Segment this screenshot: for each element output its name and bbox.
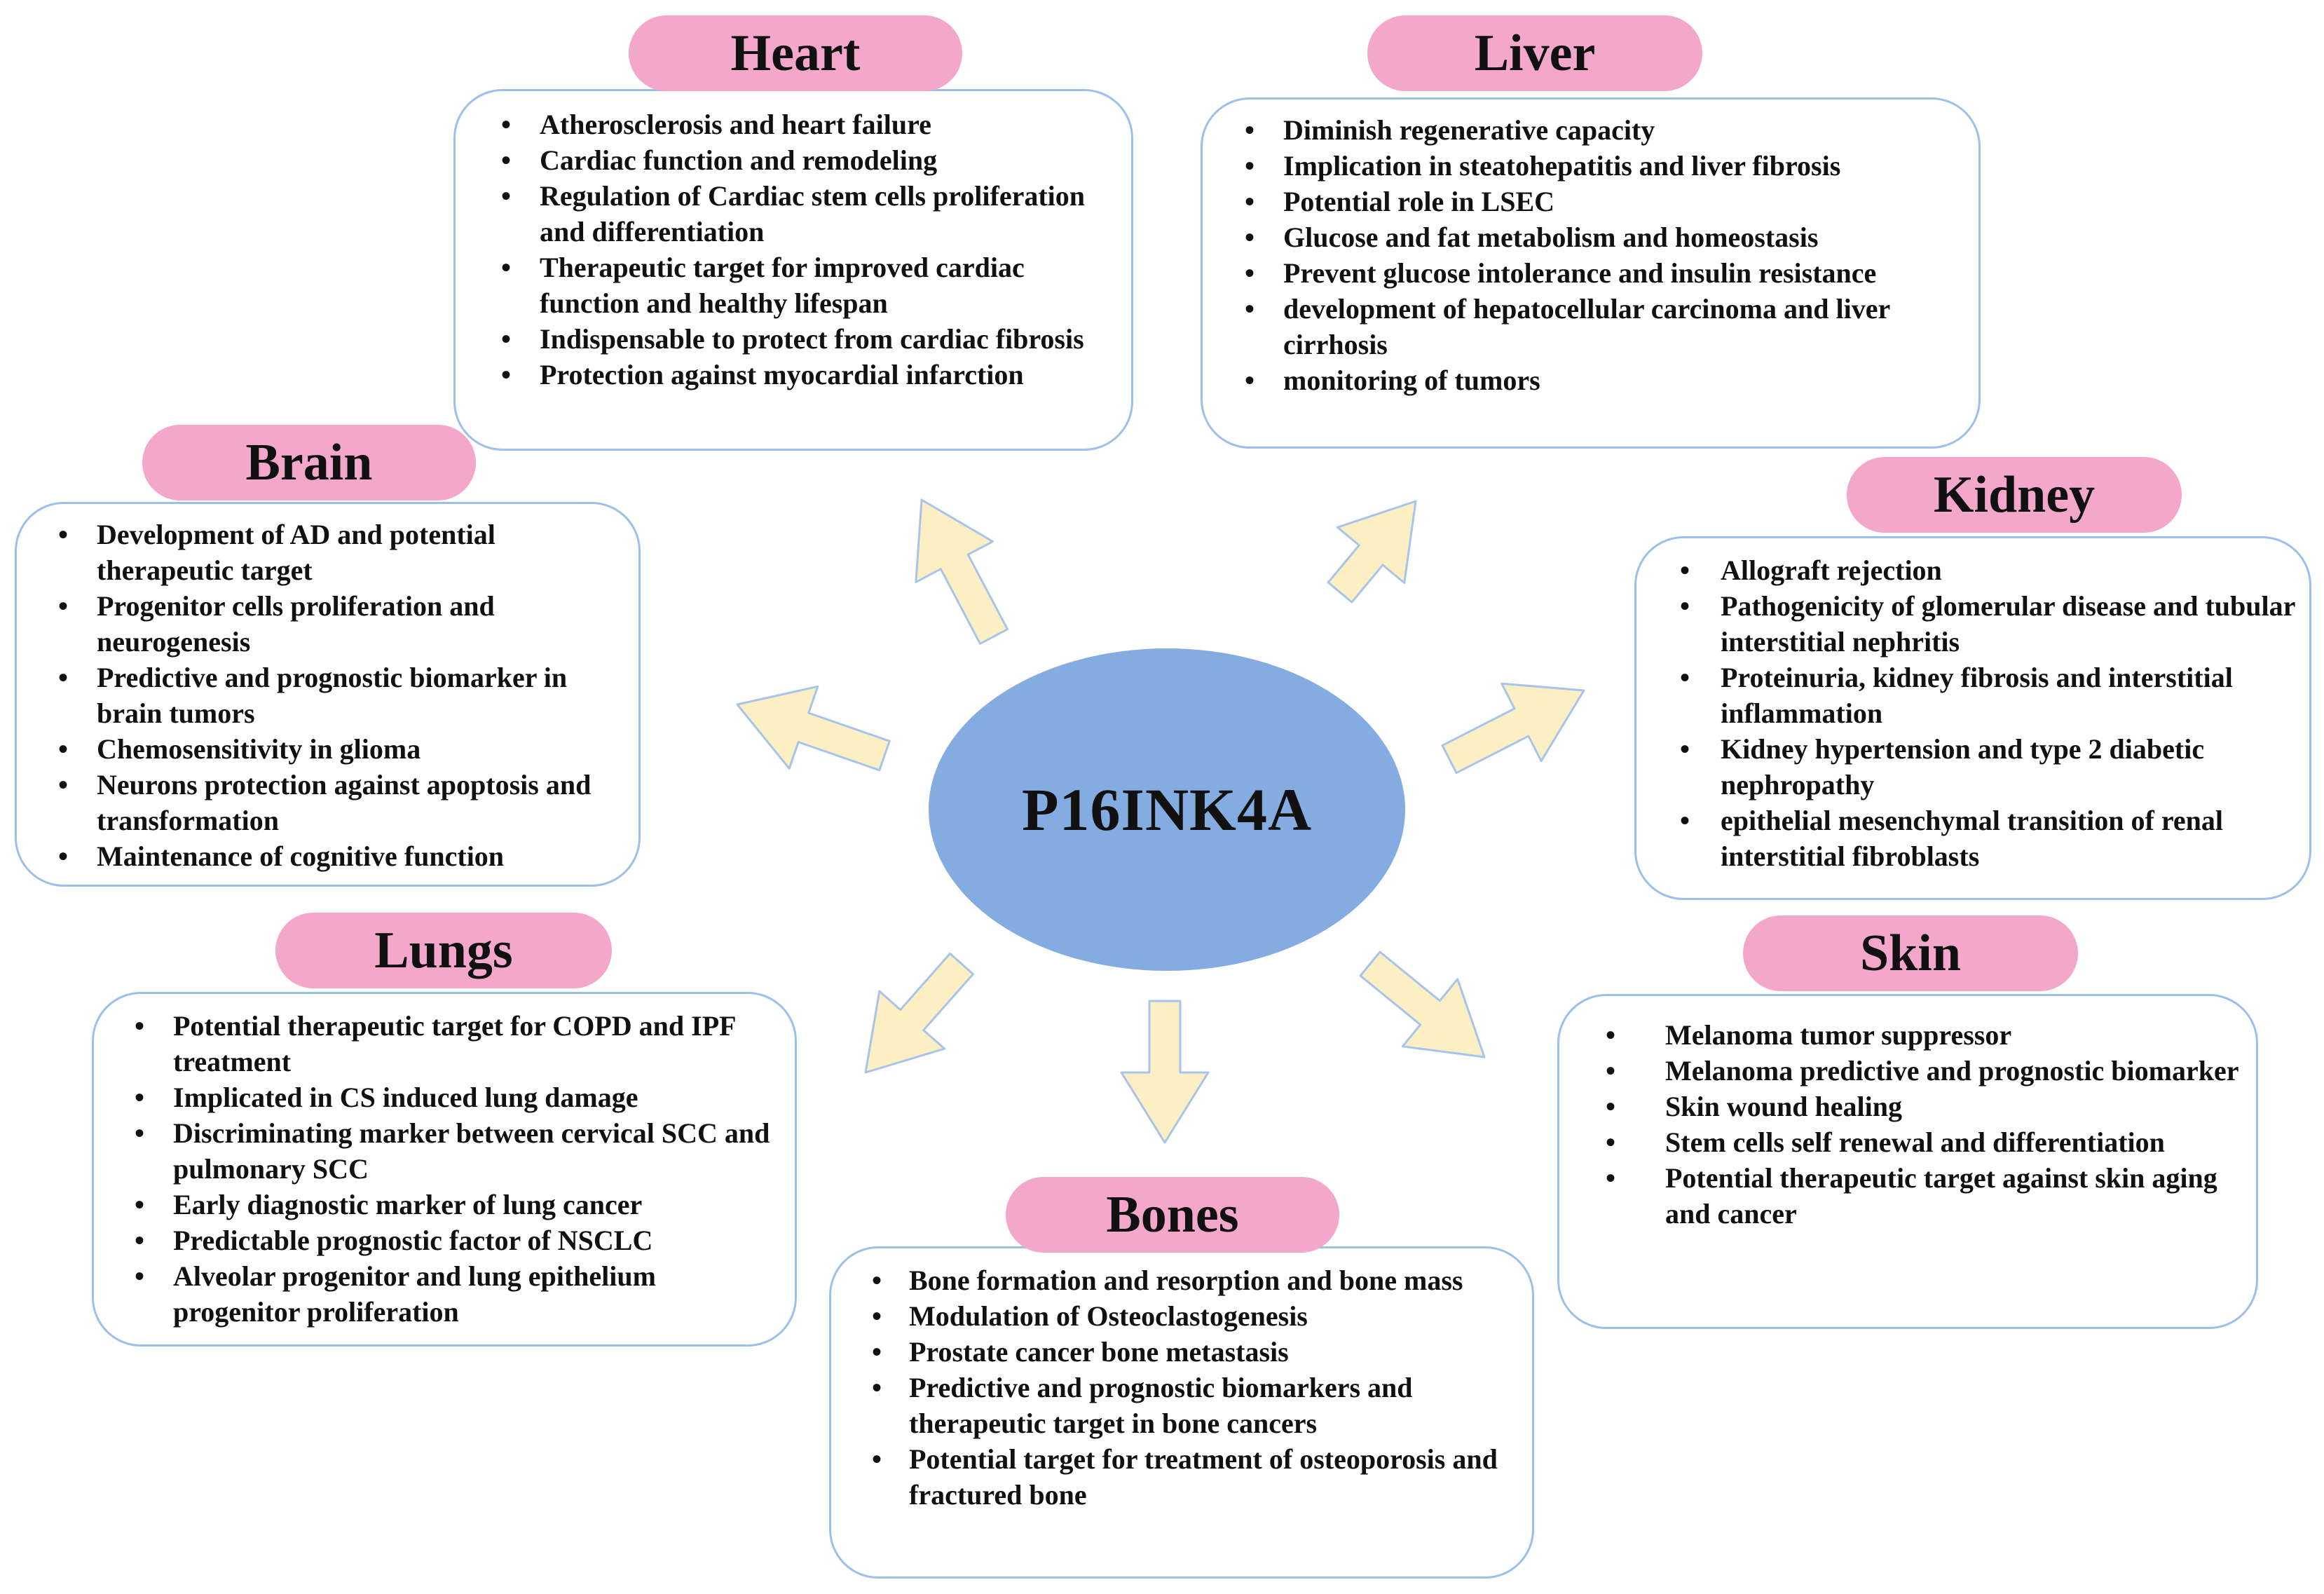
list-item: Diminish regenerative capacity xyxy=(1245,112,1964,148)
heart-card: Atherosclerosis and heart failureCardiac… xyxy=(453,89,1133,451)
arrow-to-heart xyxy=(915,498,1009,645)
list-item: Kidney hypertension and type 2 diabetic … xyxy=(1680,731,2295,803)
list-item: Allograft rejection xyxy=(1680,552,2295,588)
brain-card: Development of AD and potential therapeu… xyxy=(15,502,641,887)
heart-list: Atherosclerosis and heart failureCardiac… xyxy=(501,107,1117,393)
list-item: Prostate cancer bone metastasis xyxy=(872,1334,1518,1370)
list-item: Neurons protection against apoptosis and… xyxy=(58,767,624,838)
bones-card: Bone formation and resorption and bone m… xyxy=(829,1246,1534,1579)
center-ellipse: P16INK4A xyxy=(929,648,1405,971)
liver-card: Diminish regenerative capacityImplicatio… xyxy=(1201,97,1981,449)
lungs-card: Potential therapeutic target for COPD an… xyxy=(92,992,797,1347)
list-item: Stem cells self renewal and differentiat… xyxy=(1606,1124,2242,1160)
list-item: Glucose and fat metabolism and homeostas… xyxy=(1245,219,1964,255)
list-item: Potential target for treatment of osteop… xyxy=(872,1441,1518,1513)
list-item: Early diagnostic marker of lung cancer xyxy=(135,1187,781,1222)
list-item: Protection against myocardial infarction xyxy=(501,357,1117,393)
bones-title: Bones xyxy=(1006,1177,1339,1253)
liver-list: Diminish regenerative capacityImplicatio… xyxy=(1245,112,1964,398)
list-item: Maintenance of cognitive function xyxy=(58,838,624,874)
skin-card: Melanoma tumor suppressorMelanoma predic… xyxy=(1557,994,2258,1329)
list-item: Implication in steatohepatitis and liver… xyxy=(1245,148,1964,184)
list-item: monitoring of tumors xyxy=(1245,362,1964,398)
kidney-card: Allograft rejectionPathogenicity of glom… xyxy=(1634,536,2311,900)
arrow-to-kidney xyxy=(1441,682,1585,775)
list-item: Prevent glucose intolerance and insulin … xyxy=(1245,255,1964,291)
list-item: Regulation of Cardiac stem cells prolife… xyxy=(501,178,1117,250)
list-item: Progenitor cells proliferation and neuro… xyxy=(58,588,624,660)
list-item: Indispensable to protect from cardiac fi… xyxy=(501,321,1117,357)
brain-title: Brain xyxy=(142,425,476,500)
arrow-to-liver xyxy=(1327,500,1417,604)
lungs-title: Lungs xyxy=(275,913,612,988)
kidney-list: Allograft rejectionPathogenicity of glom… xyxy=(1680,552,2295,874)
arrow-to-lungs xyxy=(864,952,974,1074)
lungs-list: Potential therapeutic target for COPD an… xyxy=(135,1008,781,1330)
list-item: Alveolar progenitor and lung epithelium … xyxy=(135,1258,781,1330)
list-item: Development of AD and potential therapeu… xyxy=(58,517,624,588)
liver-title: Liver xyxy=(1367,15,1702,91)
list-item: Modulation of Osteoclastogenesis xyxy=(872,1298,1518,1334)
skin-list: Melanoma tumor suppressorMelanoma predic… xyxy=(1606,1017,2242,1232)
list-item: Discriminating marker between cervical S… xyxy=(135,1115,781,1187)
arrow-to-brain xyxy=(736,685,891,772)
list-item: Bone formation and resorption and bone m… xyxy=(872,1262,1518,1298)
list-item: Skin wound healing xyxy=(1606,1089,2242,1124)
kidney-title: Kidney xyxy=(1847,457,2182,533)
list-item: Potential therapeutic target for COPD an… xyxy=(135,1008,781,1079)
list-item: Atherosclerosis and heart failure xyxy=(501,107,1117,142)
list-item: Potential role in LSEC xyxy=(1245,184,1964,219)
list-item: Therapeutic target for improved cardiac … xyxy=(501,250,1117,321)
center-label: P16INK4A xyxy=(1021,776,1313,843)
list-item: Melanoma predictive and prognostic bioma… xyxy=(1606,1053,2242,1089)
list-item: Pathogenicity of glomerular disease and … xyxy=(1680,588,2295,660)
skin-title: Skin xyxy=(1743,915,2078,991)
list-item: Cardiac function and remodeling xyxy=(501,142,1117,178)
list-item: epithelial mesenchymal transition of ren… xyxy=(1680,803,2295,874)
list-item: development of hepatocellular carcinoma … xyxy=(1245,291,1964,362)
list-item: Chemosensitivity in glioma xyxy=(58,731,624,767)
list-item: Proteinuria, kidney fibrosis and interst… xyxy=(1680,660,2295,731)
brain-list: Development of AD and potential therapeu… xyxy=(58,517,624,874)
list-item: Implicated in CS induced lung damage xyxy=(135,1079,781,1115)
arrow-to-skin xyxy=(1359,951,1486,1058)
list-item: Predictable prognostic factor of NSCLC xyxy=(135,1222,781,1258)
heart-title: Heart xyxy=(629,15,962,91)
bones-list: Bone formation and resorption and bone m… xyxy=(872,1262,1518,1513)
list-item: Potential therapeutic target against ski… xyxy=(1606,1160,2242,1232)
list-item: Melanoma tumor suppressor xyxy=(1606,1017,2242,1053)
list-item: Predictive and prognostic biomarker in b… xyxy=(58,660,624,731)
arrow-to-bones xyxy=(1120,1000,1210,1144)
list-item: Predictive and prognostic biomarkers and… xyxy=(872,1370,1518,1441)
